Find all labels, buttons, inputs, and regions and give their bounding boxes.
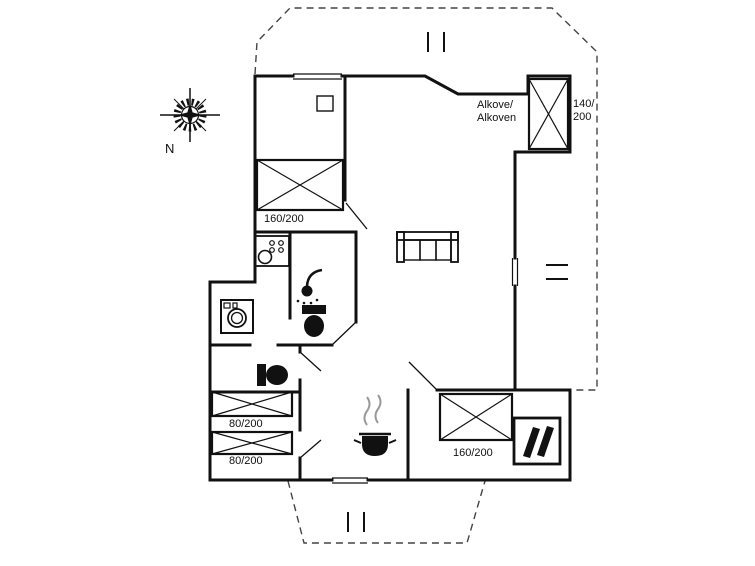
terrace-outline	[254, 7, 598, 544]
single-bed-icon-upper	[210, 390, 294, 418]
bed-size-label-single-upper: 80/200	[229, 418, 263, 430]
toilet-icon-bathroom	[302, 305, 326, 337]
toilet-icon-wc	[257, 364, 288, 386]
doors	[299, 202, 438, 459]
compass-rose-icon: N	[160, 88, 220, 156]
double-bed-icon-alcove	[527, 77, 570, 151]
windows	[293, 73, 519, 484]
terrace-steps-icon-right	[546, 264, 568, 280]
outer-wall-bottom-right	[366, 284, 572, 482]
door-leaf-wc	[299, 351, 322, 372]
terrace-steps	[347, 32, 568, 532]
sofa-icon	[396, 231, 459, 263]
bed-size-label-alcove-line2: 200	[573, 111, 591, 123]
bedroom-top-left: 160/200	[255, 158, 345, 225]
terrace-outline-top-right	[254, 7, 598, 391]
washing-machine-icon	[220, 299, 254, 334]
window-icon-top-bedroom	[293, 73, 342, 80]
outer-wall-left-bottom	[208, 74, 334, 482]
stove-pot-icon	[353, 394, 397, 456]
door-bathroom-chamfer	[331, 321, 357, 346]
bedroom-bottom-left: 80/200 80/200	[210, 390, 294, 467]
window-icon-terrace-door-bottom	[332, 477, 368, 484]
alcove-label-line2: Alkoven	[477, 112, 516, 124]
bedroom-bottom-right: 160/200	[438, 392, 514, 459]
window-icon-terrace-door-right	[511, 258, 519, 286]
bed-size-label-alcove-line1: 140/	[573, 98, 595, 110]
terrace-steps-icon-bottom	[347, 512, 365, 532]
fireplace-icon	[512, 416, 562, 466]
bed-size-label-single-lower: 80/200	[229, 455, 263, 467]
bed-size-label-top-left: 160/200	[264, 213, 304, 225]
terrace-outline-bottom	[287, 480, 486, 544]
compass-north-label: N	[165, 141, 174, 156]
bathroom	[296, 268, 326, 337]
door-leaf-bedroom-bottom-left	[299, 439, 322, 459]
alcove: Alkove/ Alkoven 140/ 200	[477, 77, 595, 151]
single-bed-icon-lower	[210, 430, 294, 456]
terrace-steps-icon-top	[427, 32, 445, 52]
interior-walls	[208, 74, 517, 482]
kitchen-sink-icon	[254, 235, 290, 267]
outer-wall-right-top	[340, 74, 572, 260]
shower-icon	[296, 268, 323, 305]
alcove-label-line1: Alkove/	[477, 99, 514, 111]
double-bed-icon-top-left	[255, 158, 345, 212]
window-detail-box	[316, 95, 334, 112]
bed-size-label-bottom-right: 160/200	[453, 447, 493, 459]
house-outer-walls	[208, 74, 572, 482]
double-bed-icon-bottom-right	[438, 392, 514, 442]
door-leaf-bedroom-bottom-right	[408, 361, 438, 391]
door-leaf-bedroom-top-left	[345, 202, 368, 230]
